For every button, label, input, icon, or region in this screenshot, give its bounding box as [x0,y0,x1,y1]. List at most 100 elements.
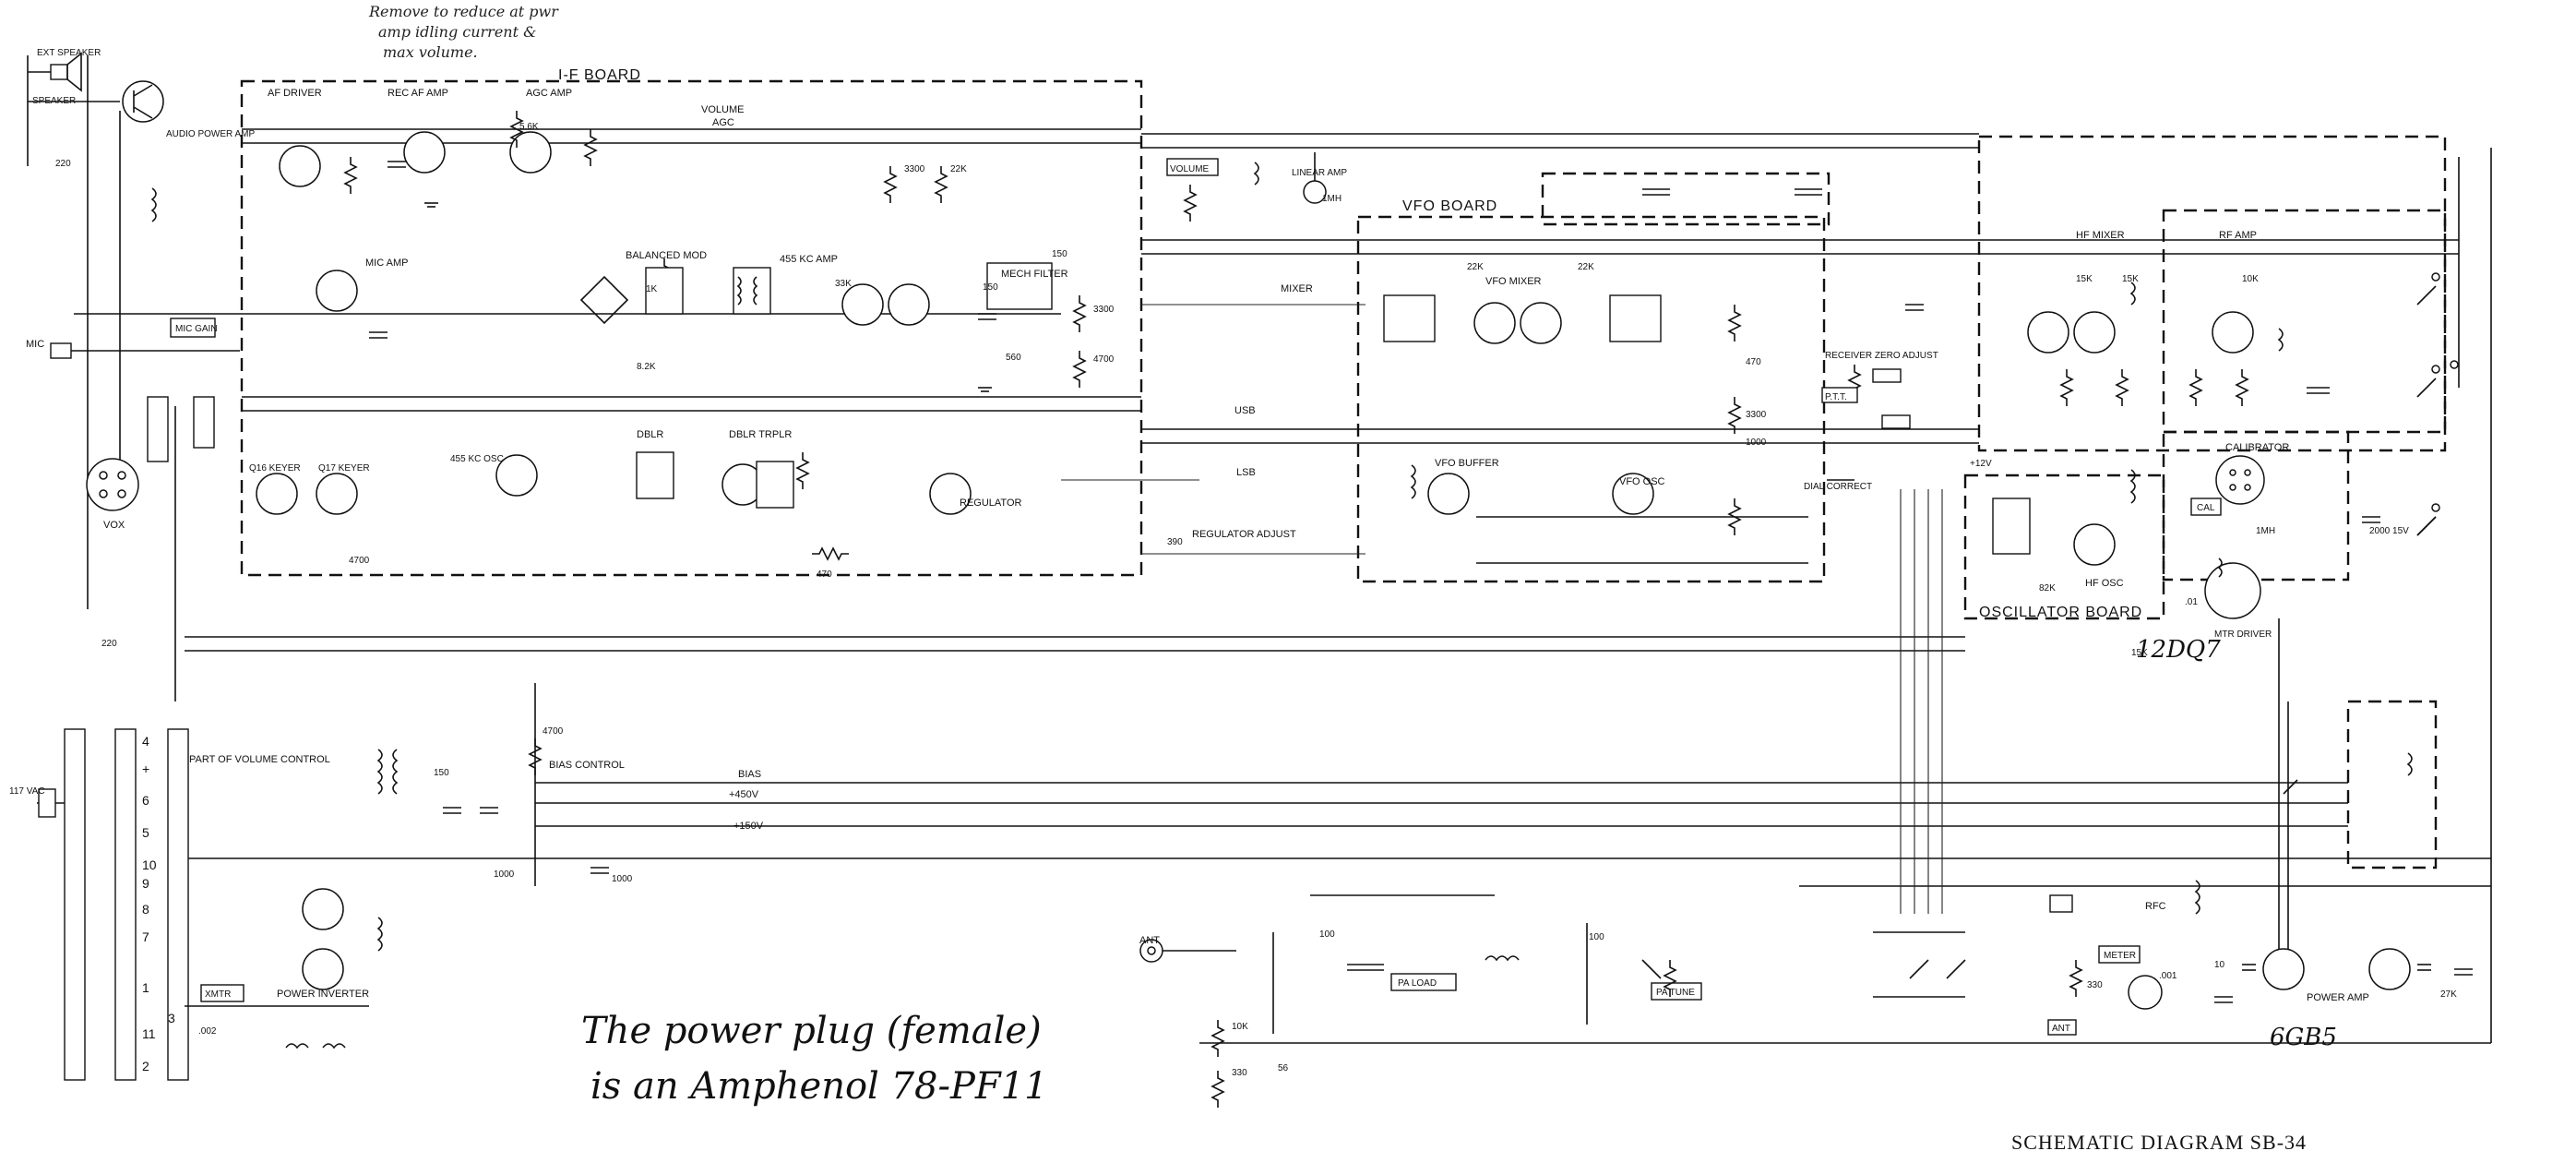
handwritten-power-plug-line-1: The power plug (female) [581,1010,1042,1052]
value-label: 470 [817,570,832,580]
label-bias-control: BIAS CONTROL [549,760,625,771]
vfo-board-outline [1356,215,1826,583]
value-label: 1000 [494,869,515,880]
handwritten-tube-12dq7: 12DQ7 [2136,636,2221,664]
label-mic-amp: MIC AMP [365,258,408,269]
ptt-box[interactable] [1821,387,1858,403]
label-pa-load: PA LOAD [1398,978,1437,989]
label-mixer: MIXER [1281,283,1313,294]
label-dial-correct: DIAL CORRECT [1804,482,1872,492]
label-dblr-trplr: DBLR TRPLR [729,429,792,440]
label-ptt: P.T.T. [1825,392,1847,402]
label-balanced-mod: BALANCED MOD [626,250,707,261]
plug-pin: 6 [142,793,149,808]
label-hf-osc: HF OSC [2085,578,2124,589]
value-label: 56 [1278,1063,1289,1073]
value-label: 10K [2242,274,2259,284]
label-mic: MIC [26,339,44,350]
label-hf-mixer: HF MIXER [2076,230,2125,241]
plug-pin: 2 [142,1059,149,1073]
hf-section-outline [1977,135,2447,452]
value-label: 2000 15V [2369,526,2409,536]
plug-pin: 7 [142,929,149,944]
pa-shield-outline [2346,700,2438,869]
label-dblr: DBLR [637,429,663,440]
value-label: 150 [983,282,998,293]
value-label: 15K [2076,274,2093,284]
plug-pin: 1 [142,980,149,995]
value-label: 1000 [1746,438,1767,448]
value-label: 150 [1052,249,1067,259]
main-bus-lines [74,128,2492,1044]
vfo-shield-outline [1541,172,1831,226]
pa-load-box[interactable] [1390,973,1457,991]
label-vfo-osc: VFO OSC [1619,476,1665,487]
if-board-title: I-F BOARD [558,67,641,83]
value-label: 4700 [1093,354,1115,365]
mic-gain-box[interactable] [170,318,216,338]
label-supply-vac: 117 VAC [9,786,45,797]
if-board-outline [240,79,1143,577]
vfo-board-components [1383,188,1924,564]
label-volume-box: VOLUME [1170,164,1210,174]
value-label: 10K [1232,1022,1248,1032]
value-label: 22K [950,164,967,174]
cal-box[interactable] [2190,498,2222,516]
label-rec-af-amp: REC AF AMP [388,88,448,99]
plug-pin: 8 [142,902,149,917]
value-label: 82K [2039,583,2056,593]
value-label: 330 [1232,1068,1247,1078]
value-label: 15K [2122,274,2139,284]
handwritten-note-line-2: amp idling current & [378,23,536,41]
value-label: 4700 [543,726,564,737]
label-plus-150v: +150V [733,821,764,832]
label-keyer-q16: Q16 KEYER [249,463,301,474]
calibrator-outline [2162,430,2350,582]
value-label: 4700 [349,556,370,566]
value-label: 220 [55,159,71,169]
ant-box-right[interactable] [2047,1019,2077,1036]
label-meter: METER [2104,951,2136,961]
value-label: 1MH [2256,526,2275,536]
label-af-driver: AF DRIVER [268,88,322,99]
plug-pin: 4 [142,734,149,749]
meter-box[interactable] [2098,945,2141,964]
label-volume-bus: VOLUME [701,104,744,115]
value-label: 390 [1167,537,1183,547]
label-power-inverter: POWER INVERTER [277,989,369,1000]
value-label: 22K [1578,262,1594,272]
label-receiver-zero-adjust: RECEIVER ZERO ADJUST [1825,351,1938,361]
value-label: .01 [2185,597,2198,607]
label-regulator-adjust: REGULATOR ADJUST [1192,529,1296,540]
label-keyer-q17: Q17 KEYER [318,463,370,474]
label-if-amp: 455 KC AMP [780,254,838,265]
plug-pin: 9 [142,876,149,891]
label-ant-left: ANT [1139,935,1160,946]
xmtr-box[interactable] [200,984,244,1002]
label-linear-amp: LINEAR AMP [1292,168,1347,178]
output-network [1139,894,1966,1108]
label-audio-power-amp: AUDIO POWER AMP [166,129,255,139]
value-label: 5.6K [519,122,539,132]
label-vox: VOX [103,520,125,531]
volume-box[interactable] [1166,158,1219,176]
label-regulator: REGULATOR [960,498,1021,509]
value-label: 1MH [1322,194,1342,204]
if-board-components [256,111,1087,561]
handwritten-power-plug-line-2: is an Amphenol 78-PF11 [590,1065,1048,1108]
label-agc-amp: AGC AMP [526,88,572,99]
value-label: 3300 [904,164,925,174]
oscillator-components [1992,455,2437,619]
vfo-board-title: VFO BOARD [1402,198,1497,214]
value-label: 22K [1467,262,1484,272]
plug-pin: 3 [168,1011,175,1025]
audio-output-section [27,52,240,511]
plug-pin: 5 [142,825,149,840]
value-label: 470 [1746,357,1761,367]
label-xmtr: XMTR [205,989,231,1000]
label-plus-450v: +450V [729,789,759,800]
label-mech-filter: MECH FILTER [1001,269,1068,280]
label-ant-right: ANT [2052,1024,2070,1034]
label-vfo-mixer: VFO MIXER [1485,276,1542,287]
